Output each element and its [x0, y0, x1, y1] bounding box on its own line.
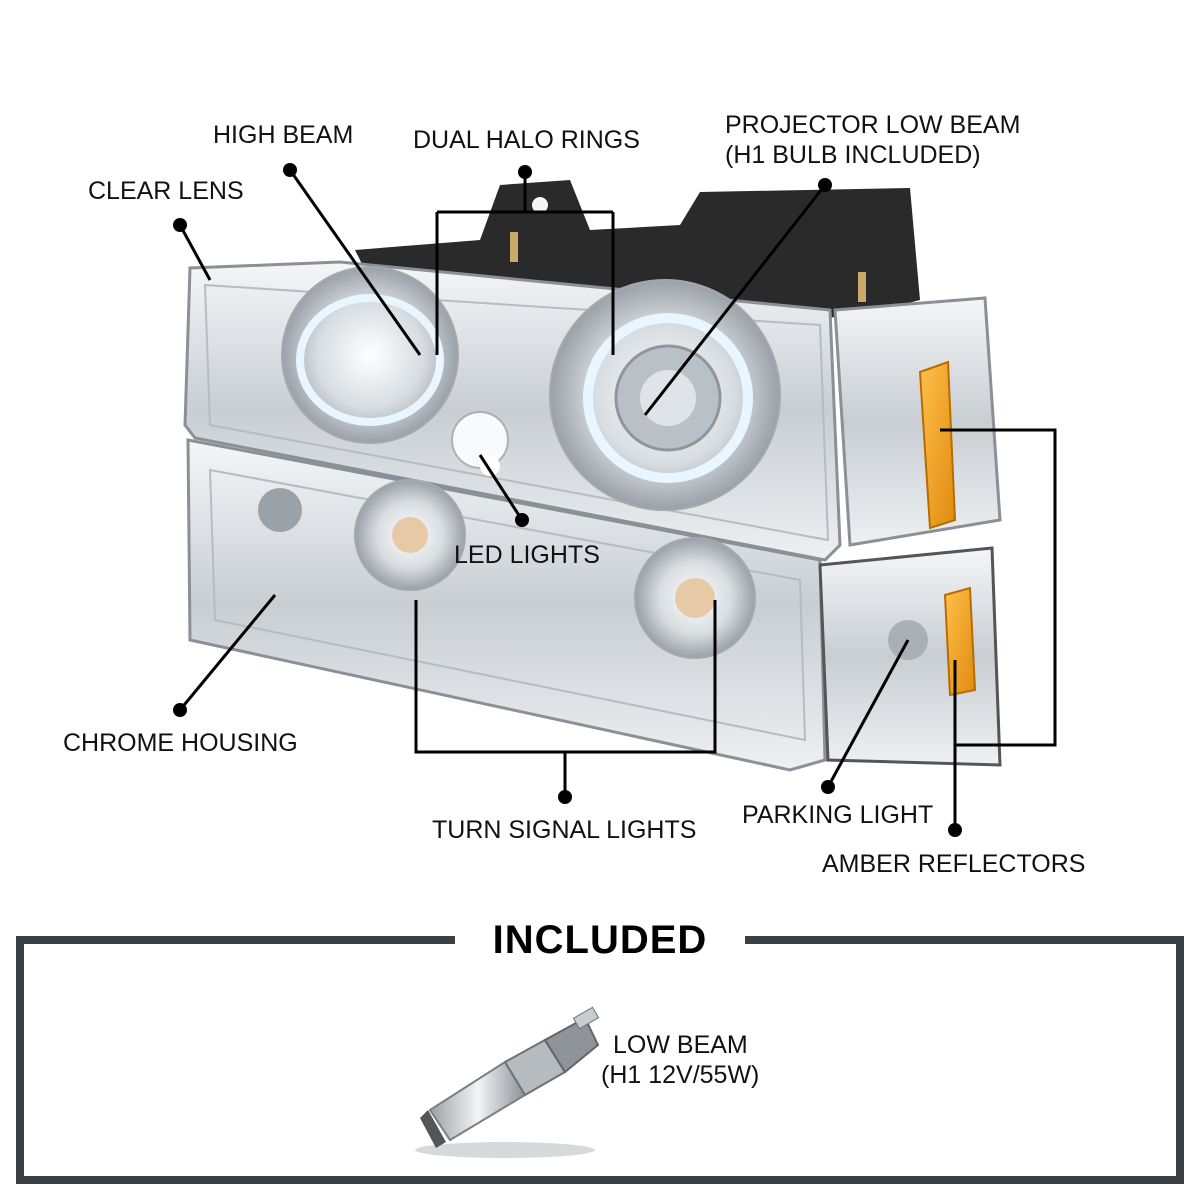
label-projector-low-beam: PROJECTOR LOW BEAM: [725, 111, 1021, 139]
label-turn-signal-lights: TURN SIGNAL LIGHTS: [432, 816, 697, 844]
corner-light-upper: [833, 296, 1002, 547]
bulb-label: LOW BEAM: [613, 1031, 748, 1059]
label-led-lights: LED LIGHTS: [454, 541, 600, 569]
callout-dots: [173, 163, 962, 837]
label-projector-low-beam-note: (H1 BULB INCLUDED): [725, 141, 981, 169]
bumper-light-housing: [186, 438, 827, 772]
callout-lines: [178, 169, 1057, 828]
included-frame: [16, 936, 1184, 1184]
label-parking-light: PARKING LIGHT: [742, 801, 934, 829]
label-clear-lens: CLEAR LENS: [88, 177, 244, 205]
bulb-spec: (H1 12V/55W): [601, 1061, 760, 1089]
corner-light-lower: [818, 546, 1002, 767]
h1-bulb-icon: [415, 1006, 600, 1158]
headlight-housing: [183, 260, 842, 562]
label-chrome-housing: CHROME HOUSING: [63, 729, 298, 757]
label-amber-reflectors: AMBER REFLECTORS: [822, 850, 1086, 878]
included-title: INCLUDED: [0, 918, 1200, 963]
label-high-beam: HIGH BEAM: [213, 121, 354, 149]
label-dual-halo-rings: DUAL HALO RINGS: [413, 126, 640, 154]
